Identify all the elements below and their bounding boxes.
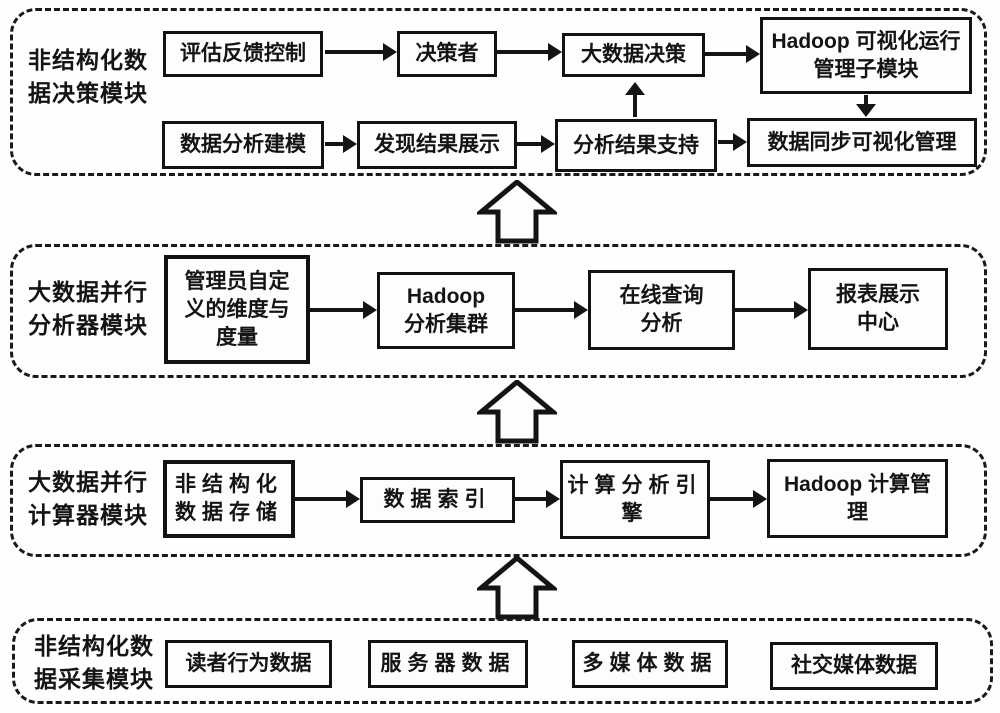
box-analysis-result-support: 分析结果支持 [555, 119, 717, 172]
module-big-data-parallel-analyzer [10, 244, 987, 378]
module-label-collection: 非结构化数 据采集模块 [34, 633, 154, 692]
box-hadoop-computing-mgmt: Hadoop 计算管 理 [767, 459, 948, 538]
box-admin-custom-dimensions: 管理员自定 义的维度与 度量 [164, 255, 310, 364]
arrow-index-to-engine [515, 490, 560, 508]
module-label-analyzer: 大数据并行 分析器模块 [28, 279, 148, 338]
arrow-engine-to-hadoopmgmt [710, 490, 767, 508]
box-server-data: 服务器数据 [368, 640, 528, 688]
arrow-hadoopvis-to-sync-down [856, 95, 876, 117]
box-unstructured-data-storage: 非结构化 数据存储 [163, 460, 295, 538]
box-evaluation-feedback-control: 评估反馈控制 [163, 31, 323, 77]
arrow-decision-to-hadoopvis [705, 45, 760, 63]
module-unstructured-data-decision [10, 8, 987, 176]
module-big-data-parallel-computer [10, 444, 987, 557]
arrow-support-to-sync [718, 133, 747, 151]
arrow-cluster-to-query [515, 301, 588, 319]
box-reader-behavior-data: 读者行为数据 [165, 640, 332, 688]
box-social-media-data: 社交媒体数据 [770, 642, 938, 690]
box-decision-maker: 决策者 [397, 31, 497, 77]
box-data-sync-visual-mgmt: 数据同步可视化管理 [747, 118, 977, 167]
arrow-decider-to-decision [497, 43, 562, 61]
box-discovery-result-display: 发现结果展示 [357, 121, 517, 169]
arrow-discovery-to-support [517, 135, 555, 153]
arrow-dimensions-to-cluster [310, 301, 377, 319]
box-hadoop-visual-operation-mgmt: Hadoop 可视化运行 管理子模块 [760, 17, 972, 94]
block-arrow-up-icon [477, 180, 557, 244]
block-arrow-up-icon [477, 380, 557, 444]
box-report-display-center: 报表展示 中心 [808, 268, 948, 350]
block-arrow-up-icon [477, 556, 557, 620]
box-data-analysis-modeling: 数据分析建模 [162, 121, 324, 169]
arrow-eval-to-decider [325, 43, 397, 61]
box-multimedia-data: 多媒体数据 [572, 640, 728, 688]
arrow-support-to-decision-up [625, 82, 645, 117]
module-label-decision: 非结构化数 据决策模块 [28, 47, 148, 106]
box-big-data-decision: 大数据决策 [562, 33, 705, 77]
box-online-query-analysis: 在线查询 分析 [588, 270, 735, 350]
box-computing-analysis-engine: 计算分析引 擎 [560, 460, 710, 539]
arrow-query-to-report [735, 301, 808, 319]
arrow-storage-to-index [295, 490, 360, 508]
box-hadoop-analysis-cluster: Hadoop 分析集群 [377, 272, 515, 349]
module-label-computer: 大数据并行 计算器模块 [28, 469, 148, 528]
arrow-modeling-to-discovery [325, 135, 357, 153]
module-unstructured-data-collection [12, 618, 993, 704]
box-data-index: 数据索引 [360, 477, 515, 523]
